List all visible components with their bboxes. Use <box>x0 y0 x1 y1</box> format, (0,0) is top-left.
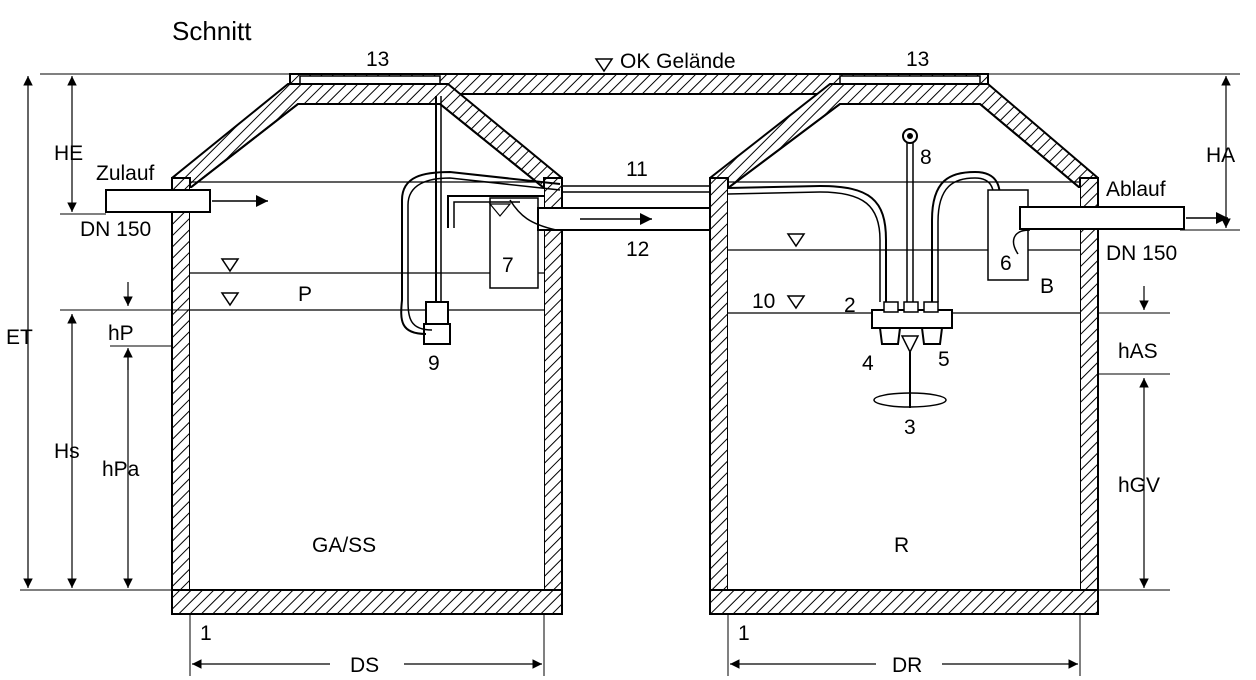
callout-5: 5 <box>938 348 950 371</box>
callout-3: 3 <box>904 416 916 439</box>
callout-11: 11 <box>626 158 648 181</box>
callout-9: 9 <box>428 352 440 375</box>
ground-cover <box>40 73 1240 95</box>
callout-1-right: 1 <box>738 622 750 645</box>
dimensions-bottom: DS DR <box>189 614 1081 677</box>
inlet-label: Zulauf <box>96 162 155 185</box>
callout-10: 10 <box>752 290 775 313</box>
right-tank: 10 B R 6 2 4 5 3 8 1 <box>709 83 1099 645</box>
callout-13-right: 13 <box>906 48 929 71</box>
drawing-title: Schnitt <box>172 16 252 46</box>
level-label-b: B <box>1040 275 1054 298</box>
ground-level-marker: OK Gelände <box>594 50 736 73</box>
callout-6: 6 <box>1000 252 1012 275</box>
callout-13-left: 13 <box>366 48 389 71</box>
outlet-pipe: Ablauf DN 150 <box>1019 178 1228 265</box>
callout-4: 4 <box>862 352 874 375</box>
level-label-p: P <box>298 283 312 306</box>
dim-ds: DS <box>350 654 379 677</box>
dim-et: ET <box>6 326 33 349</box>
dimensions-left: HE ET hP Hs hPa <box>6 76 190 591</box>
right-tank-name: R <box>894 534 909 557</box>
callout-1-left: 1 <box>200 622 212 645</box>
dim-dr: DR <box>892 654 922 677</box>
callout-2: 2 <box>844 294 856 317</box>
dim-hpa: hPa <box>102 458 140 481</box>
callout-8: 8 <box>920 146 932 169</box>
dim-he: HE <box>54 142 83 165</box>
dimensions-right: HA hAS hGV <box>1098 76 1240 591</box>
dim-hs: Hs <box>54 440 80 463</box>
outlet-label: Ablauf <box>1106 178 1166 201</box>
dim-ha: HA <box>1206 144 1235 167</box>
callout-12: 12 <box>626 238 649 261</box>
callout-7: 7 <box>502 254 514 277</box>
dim-hgv: hGV <box>1118 474 1160 497</box>
inlet-size: DN 150 <box>80 218 151 241</box>
left-tank: P GA/SS 9 7 1 <box>171 83 563 645</box>
outlet-size: DN 150 <box>1106 242 1177 265</box>
left-tank-name: GA/SS <box>312 534 376 557</box>
dim-hp: hP <box>108 322 134 345</box>
inlet-pipe: Zulauf DN 150 <box>80 162 268 241</box>
ground-level-label: OK Gelände <box>620 50 736 73</box>
dim-has: hAS <box>1118 340 1158 363</box>
